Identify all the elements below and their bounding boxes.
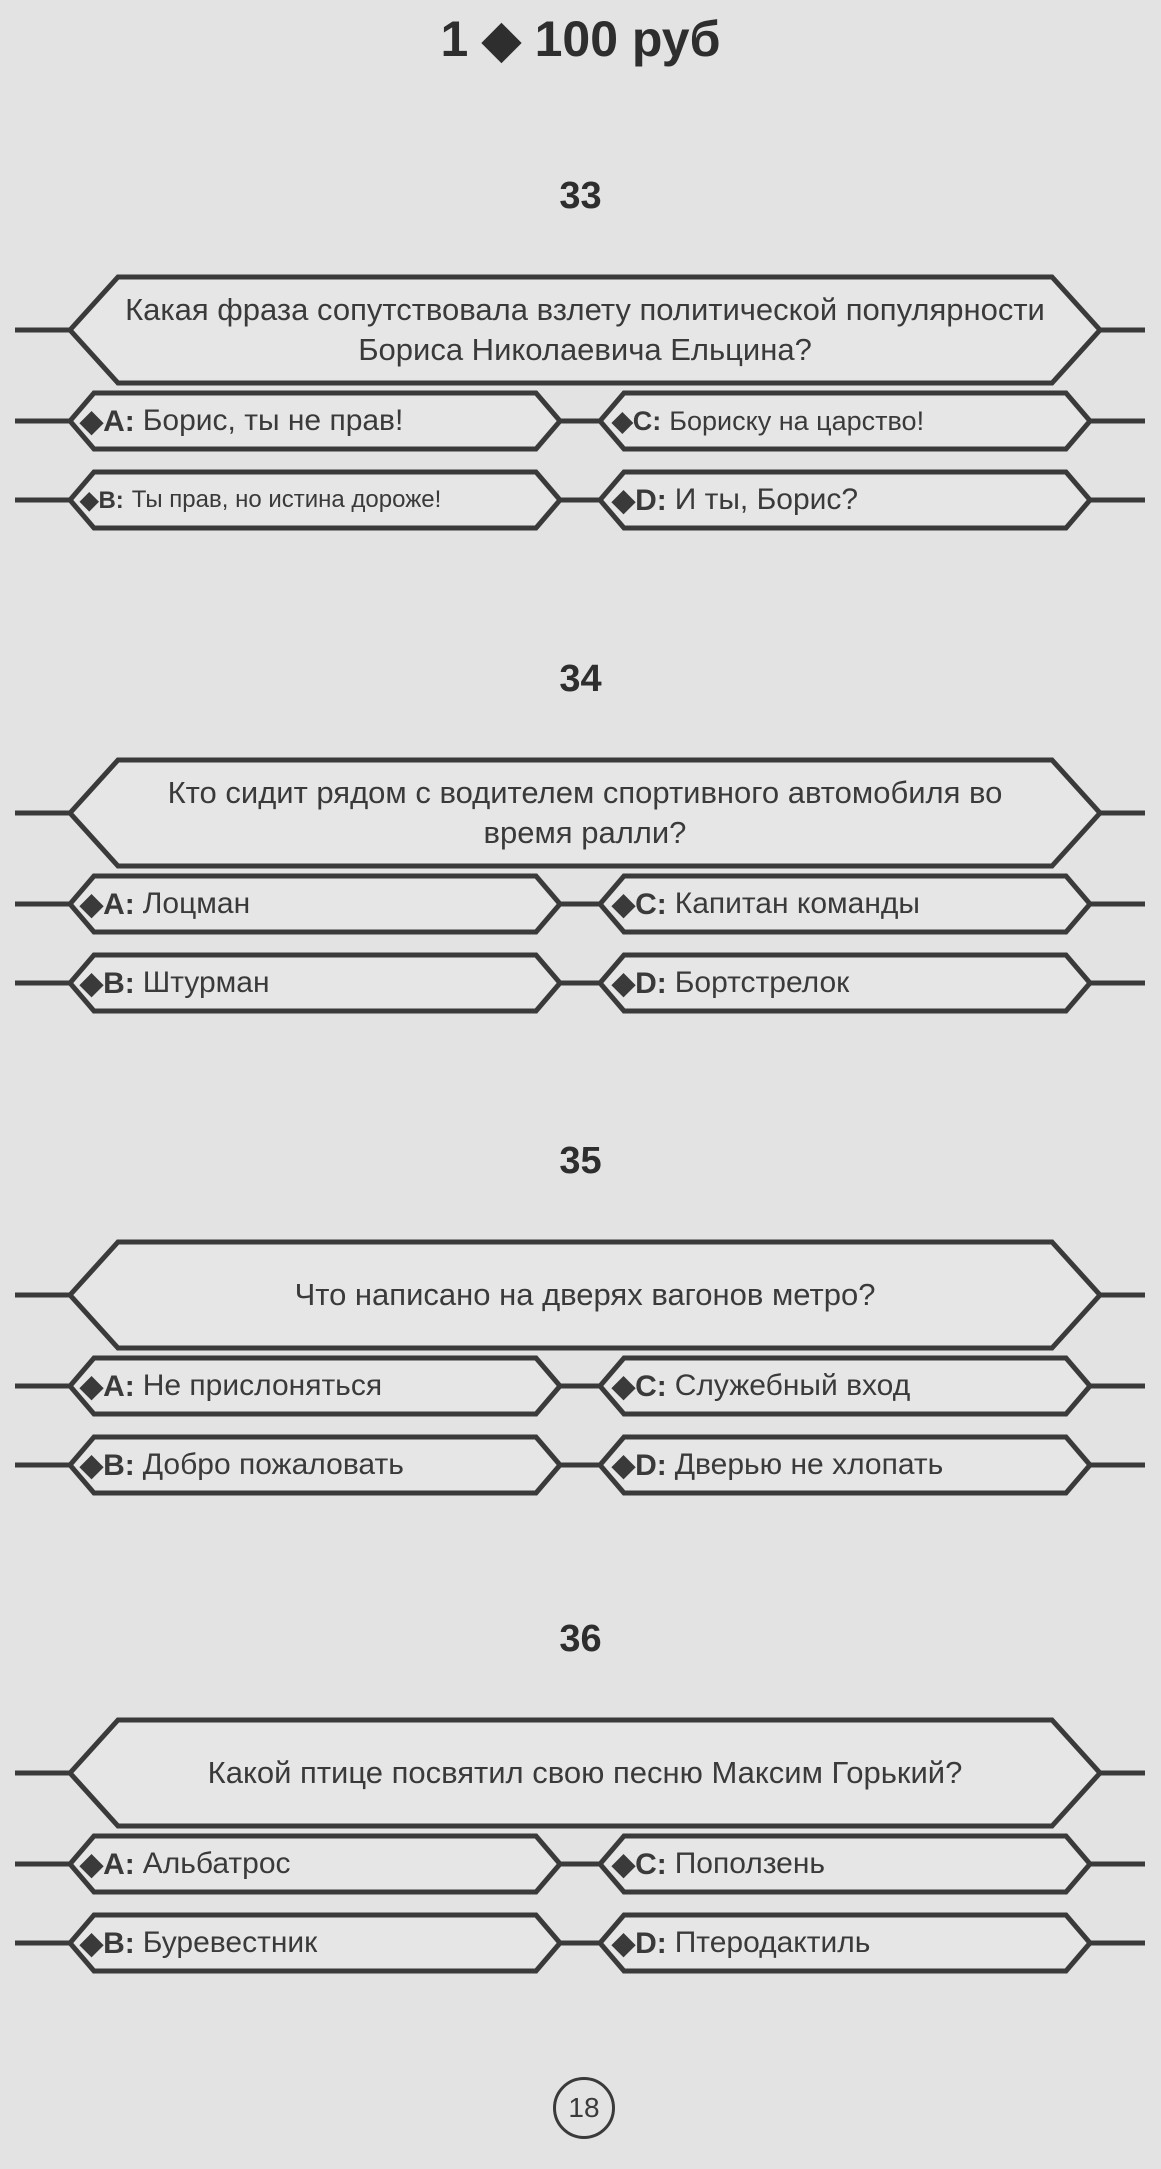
answer-box: [66, 1355, 564, 1417]
answer-letter: ◆A:: [80, 887, 135, 921]
answer-letter: ◆A:: [80, 404, 135, 438]
answer-letter: ◆C:: [612, 1369, 667, 1403]
question-frame: [15, 757, 1145, 1014]
answer-text: Служебный вход: [674, 1369, 911, 1402]
answer-text: Ты прав, но истина дороже!: [131, 486, 442, 513]
answer-letter: ◆B:: [80, 1448, 135, 1482]
answer-letter: ◆B:: [80, 1926, 135, 1960]
question-frame: [15, 1717, 1145, 1974]
answer-box: [596, 873, 1094, 935]
question-box: [66, 1717, 1104, 1829]
answer-option[interactable]: ◆B: Ты прав, но истина дороже!: [80, 472, 441, 528]
answer-box: [596, 1434, 1094, 1496]
answer-option[interactable]: ◆B:Буревестник: [80, 1915, 317, 1971]
answer-text: Буревестник: [142, 1926, 318, 1959]
answer-letter: ◆B:: [80, 486, 124, 514]
answer-text: Альбатрос: [142, 1847, 291, 1880]
answer-text: Капитан команды: [674, 887, 920, 920]
answer-option[interactable]: ◆C:Служебный вход: [612, 1358, 910, 1414]
answer-option[interactable]: ◆C:Поползень: [612, 1836, 825, 1892]
question-text: Кто сидит рядом с водителем спортивного …: [167, 774, 1003, 850]
answer-letter: ◆A:: [80, 1369, 135, 1403]
answer-text: И ты, Борис?: [674, 483, 859, 516]
answer-letter: ◆D:: [612, 1926, 667, 1960]
question-text: Что написано на дверях вагонов метро?: [294, 1276, 876, 1312]
answer-box: [596, 1833, 1094, 1895]
question-box: [66, 757, 1104, 869]
answer-option[interactable]: ◆D:Дверью не хлопать: [612, 1437, 943, 1493]
question-number: 36: [559, 1618, 602, 1660]
question-number: 33: [559, 175, 602, 217]
answer-text: Поползень: [674, 1847, 826, 1880]
question-box: [66, 1239, 1104, 1351]
page-title: 1 ◆ 100 руб: [440, 11, 721, 67]
answer-option[interactable]: ◆A:Альбатрос: [80, 1836, 291, 1892]
answer-text: Лоцман: [142, 887, 251, 920]
answer-letter: ◆C:: [612, 887, 667, 921]
answer-box: [596, 469, 1094, 531]
answer-letter: ◆D:: [612, 966, 667, 1000]
answer-letter: ◆A:: [80, 1847, 135, 1881]
question-frame: [15, 1239, 1145, 1496]
answer-option[interactable]: ◆A:Не прислоняться: [80, 1358, 382, 1414]
answer-option[interactable]: ◆D:И ты, Борис?: [612, 472, 858, 528]
answer-box: [66, 469, 564, 531]
answer-option[interactable]: ◆B:Штурман: [80, 955, 270, 1011]
answer-box: [66, 873, 564, 935]
page-number: 18: [553, 2077, 615, 2139]
answer-option[interactable]: ◆A:Лоцман: [80, 876, 250, 932]
answer-box: [66, 1833, 564, 1895]
answer-text: Птеродактиль: [674, 1926, 871, 1959]
answer-box: [596, 952, 1094, 1014]
answer-box: [66, 1434, 564, 1496]
answer-box: [596, 1912, 1094, 1974]
answer-text: Бортстрелок: [674, 966, 850, 999]
answer-text: Штурман: [142, 966, 270, 999]
question-text: Какой птице посвятил свою песню Максим Г…: [207, 1754, 963, 1790]
answer-option[interactable]: ◆C:Бориску на царство!: [612, 393, 924, 449]
answer-option[interactable]: ◆A:Борис, ты не прав!: [80, 393, 403, 449]
answer-letter: ◆C:: [612, 405, 662, 436]
answer-text: Добро пожаловать: [142, 1448, 404, 1481]
answer-letter: ◆B:: [80, 966, 135, 1000]
answer-box: [66, 952, 564, 1014]
question-box: [66, 274, 1104, 386]
answer-text: Дверью не хлопать: [674, 1448, 944, 1481]
answer-box: [66, 1912, 564, 1974]
question-number: 34: [559, 658, 602, 700]
answer-box: [66, 390, 564, 452]
answer-letter: ◆C:: [612, 1847, 667, 1881]
answer-box: [596, 390, 1094, 452]
question-number: 35: [559, 1140, 602, 1182]
question-frame: [15, 274, 1145, 531]
answer-option[interactable]: ◆C:Капитан команды: [612, 876, 920, 932]
answer-option[interactable]: ◆D:Бортстрелок: [612, 955, 849, 1011]
answer-letter: ◆D:: [612, 483, 667, 517]
answer-box: [596, 1355, 1094, 1417]
answer-option[interactable]: ◆D:Птеродактиль: [612, 1915, 870, 1971]
answer-text: Бориску на царство!: [669, 405, 925, 436]
answer-option[interactable]: ◆B:Добро пожаловать: [80, 1437, 404, 1493]
question-text: Какая фраза сопутствовала взлету политич…: [125, 291, 1045, 367]
answer-text: Не прислоняться: [142, 1369, 383, 1402]
answer-text: Борис, ты не прав!: [142, 404, 404, 437]
answer-letter: ◆D:: [612, 1448, 667, 1482]
